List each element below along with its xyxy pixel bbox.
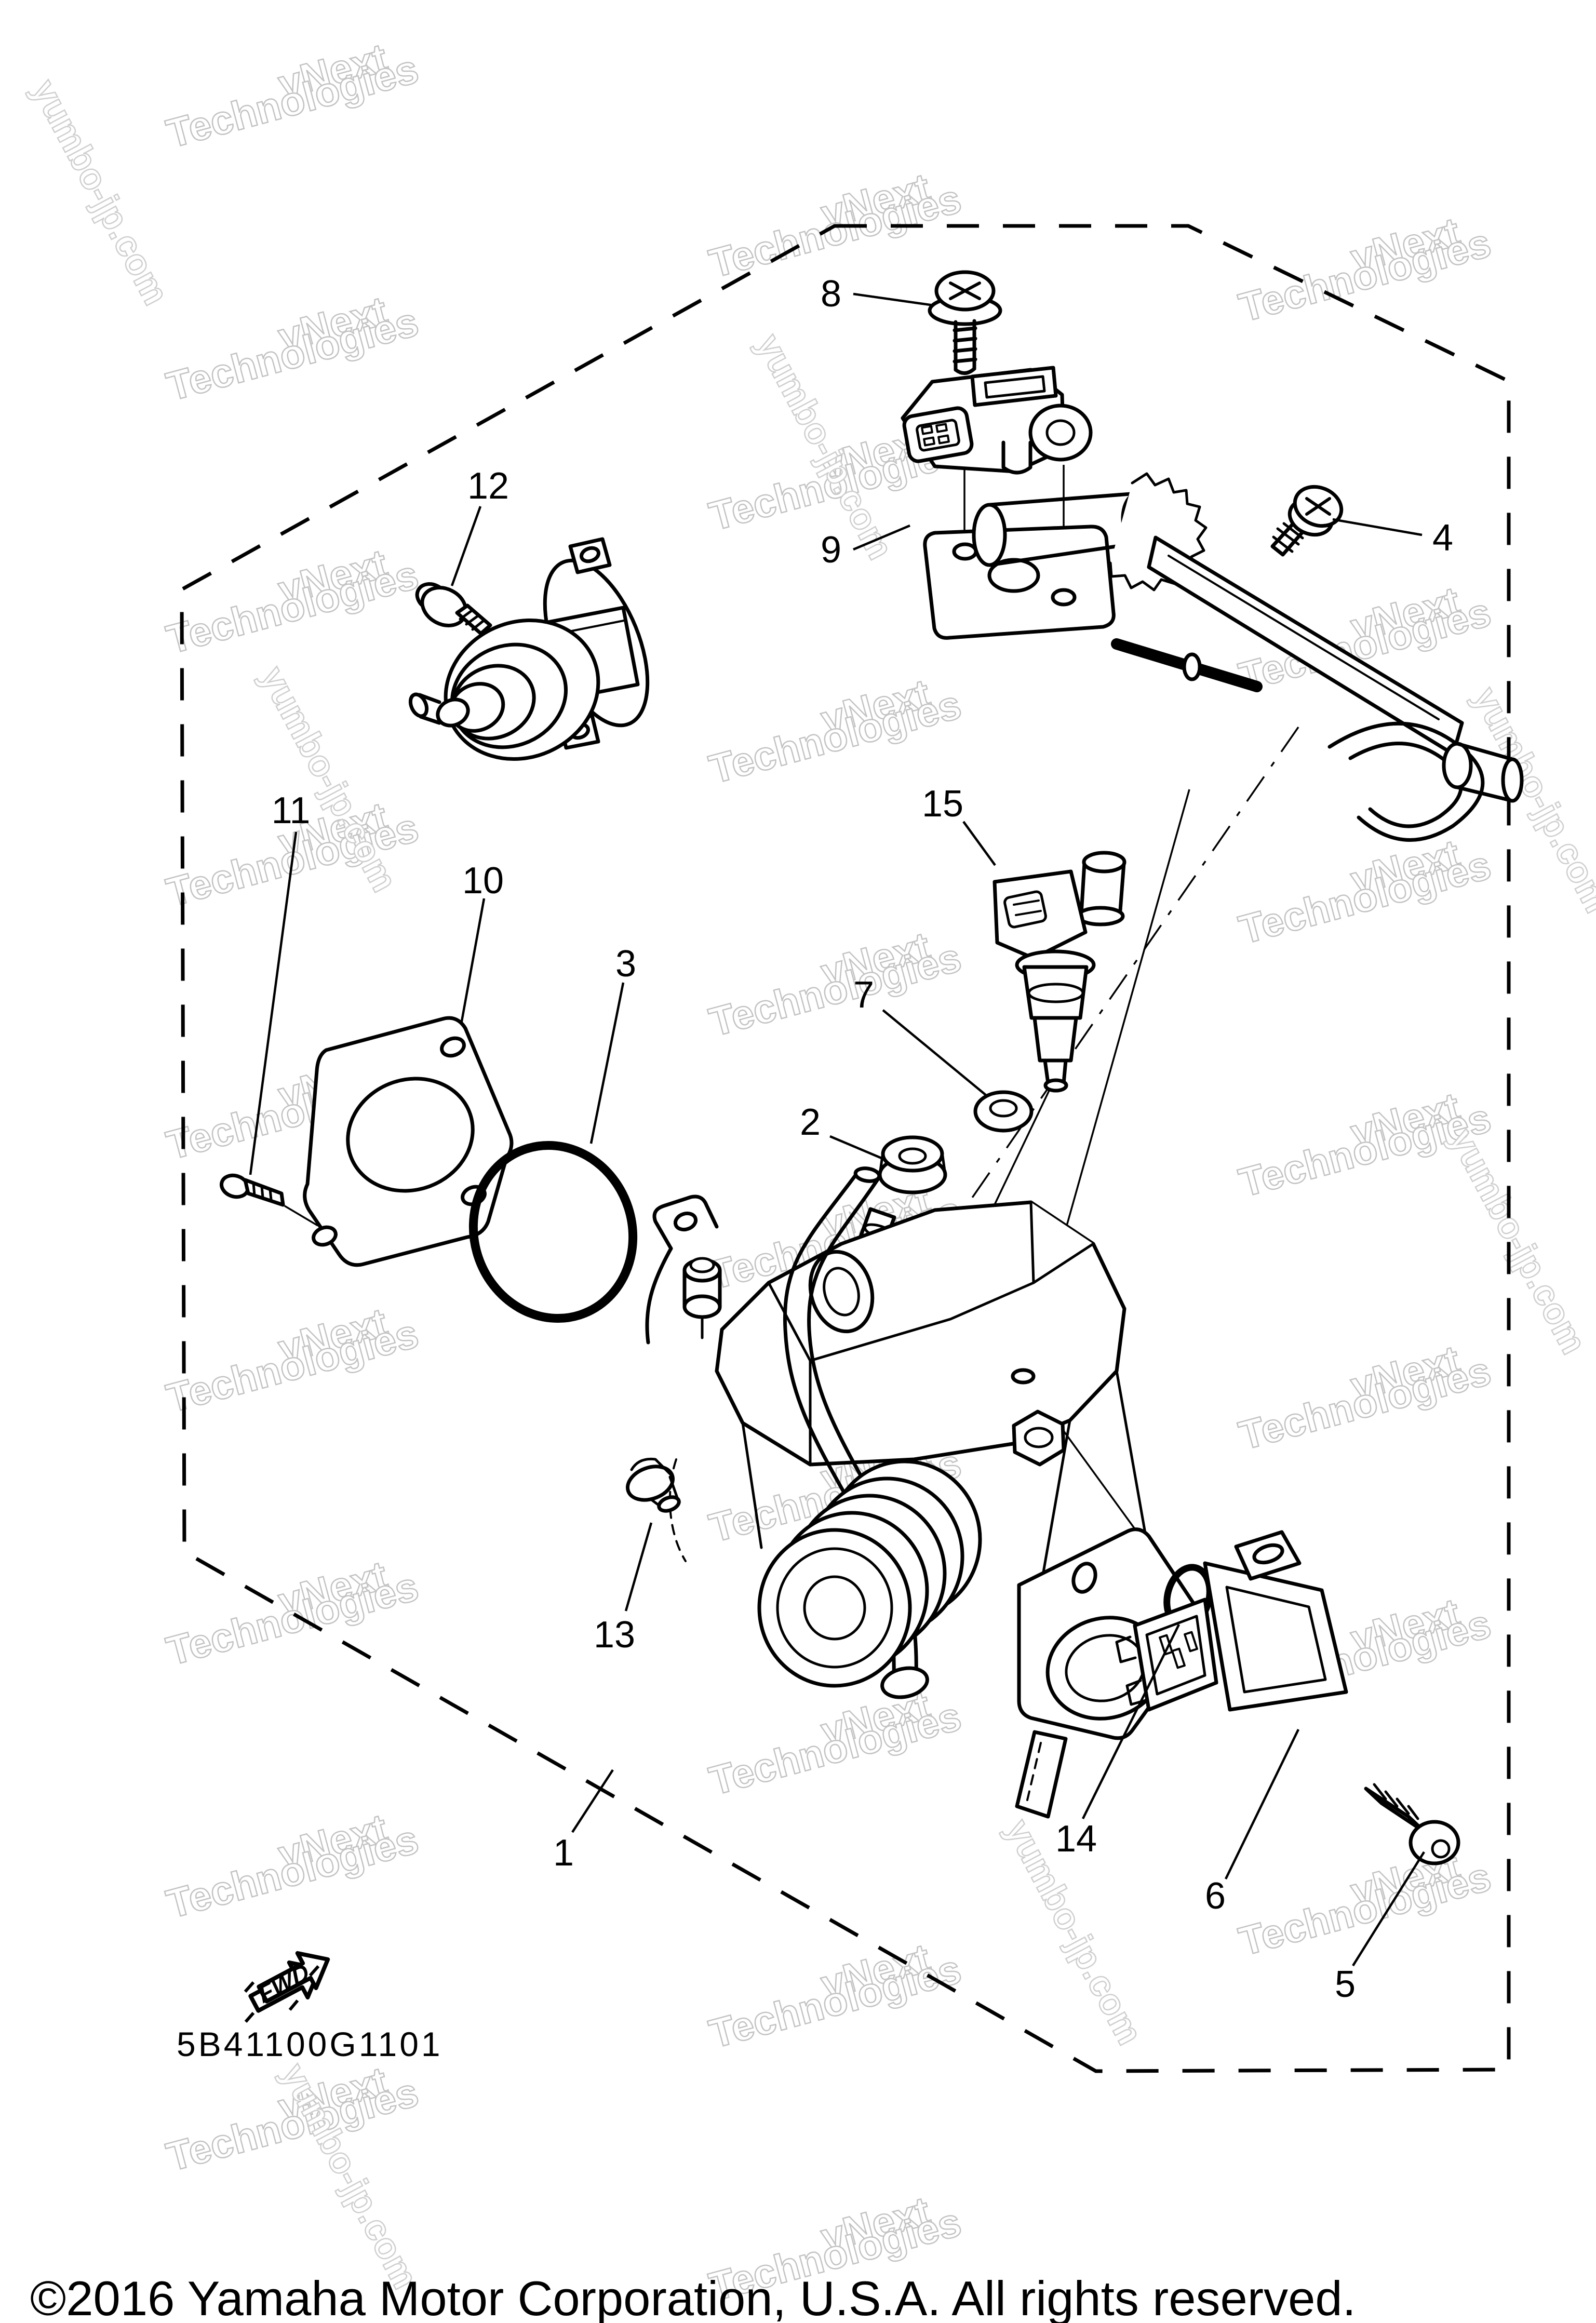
fwd-arrow-label: FWD	[254, 1958, 313, 2009]
flange-bolt-12	[415, 582, 492, 636]
tps-sensor-6	[1115, 1530, 1348, 1712]
callout-2: 2	[800, 1102, 821, 1143]
union-nut-2	[878, 1135, 947, 1194]
watermark-layer: vNext Technologies vNext Technologies vN…	[24, 34, 1596, 2310]
fuel-injector-15	[993, 851, 1126, 1093]
part-code: 5B41100G1101	[177, 2025, 443, 2063]
button-bolt-5	[1364, 1783, 1460, 1865]
callout-11: 11	[272, 790, 311, 831]
idle-air-control-valve	[408, 537, 650, 761]
callout-8: 8	[821, 273, 841, 315]
callout-6: 6	[1205, 1875, 1226, 1917]
callout-3: 3	[615, 943, 636, 985]
sensor-screw-8	[928, 270, 1002, 375]
oring-3	[468, 1140, 638, 1323]
callout-15: 15	[922, 783, 963, 825]
injector-seal-oring-7	[973, 1090, 1034, 1133]
assembly-boundary-dashed	[180, 224, 1511, 2073]
watermark-site-text: yumbo-jp.com	[1442, 1122, 1594, 1360]
callout-9: 9	[821, 529, 841, 571]
throttle-shaft-assembly	[972, 472, 1524, 842]
fwd-arrow: FWD	[244, 1951, 330, 2023]
hex-bolt-4	[1270, 485, 1344, 557]
callout-10: 10	[462, 860, 504, 902]
callout-4: 4	[1432, 517, 1453, 559]
plug-screw-13	[625, 1457, 681, 1513]
valve-gasket-10	[303, 1016, 514, 1267]
callout-13: 13	[594, 1614, 635, 1656]
install-line-screw11	[284, 1205, 318, 1227]
copyright-line: ©2016 Yamaha Motor Corporation, U.S.A. A…	[30, 2271, 1356, 2323]
sensor-mount-bracket	[923, 525, 1116, 640]
pan-screw-11	[220, 1173, 285, 1207]
sensor-assembly-9	[901, 366, 1093, 475]
callout-14: 14	[1055, 1818, 1097, 1860]
watermark-site-text: yumbo-jp.com	[24, 73, 177, 311]
callout-1: 1	[553, 1832, 574, 1874]
callout-12: 12	[467, 465, 509, 507]
throttle-body-1	[645, 1166, 1206, 1819]
callout-7: 7	[853, 974, 874, 1016]
callout-5: 5	[1335, 1964, 1356, 2005]
leader-lines	[249, 292, 1425, 1967]
